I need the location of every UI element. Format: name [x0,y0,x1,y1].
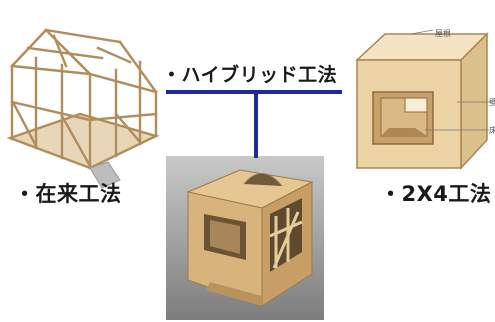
connector-vertical [254,92,258,158]
annotation-roof: 屋根 [435,28,451,38]
annotation-wall: 壁 [489,97,495,107]
label-hybrid-method: ・ハイブリッド工法 [162,64,338,86]
zairai-frame-illustration [6,28,160,189]
annotation-floor: 床 [489,125,495,135]
two-by-four-box-illustration: 屋根 壁 床 [355,28,495,170]
label-2x4-method: ・2X4工法 [380,182,492,206]
hybrid-structure-photo [166,156,324,320]
label-traditional-method: ・在来工法 [14,182,122,206]
